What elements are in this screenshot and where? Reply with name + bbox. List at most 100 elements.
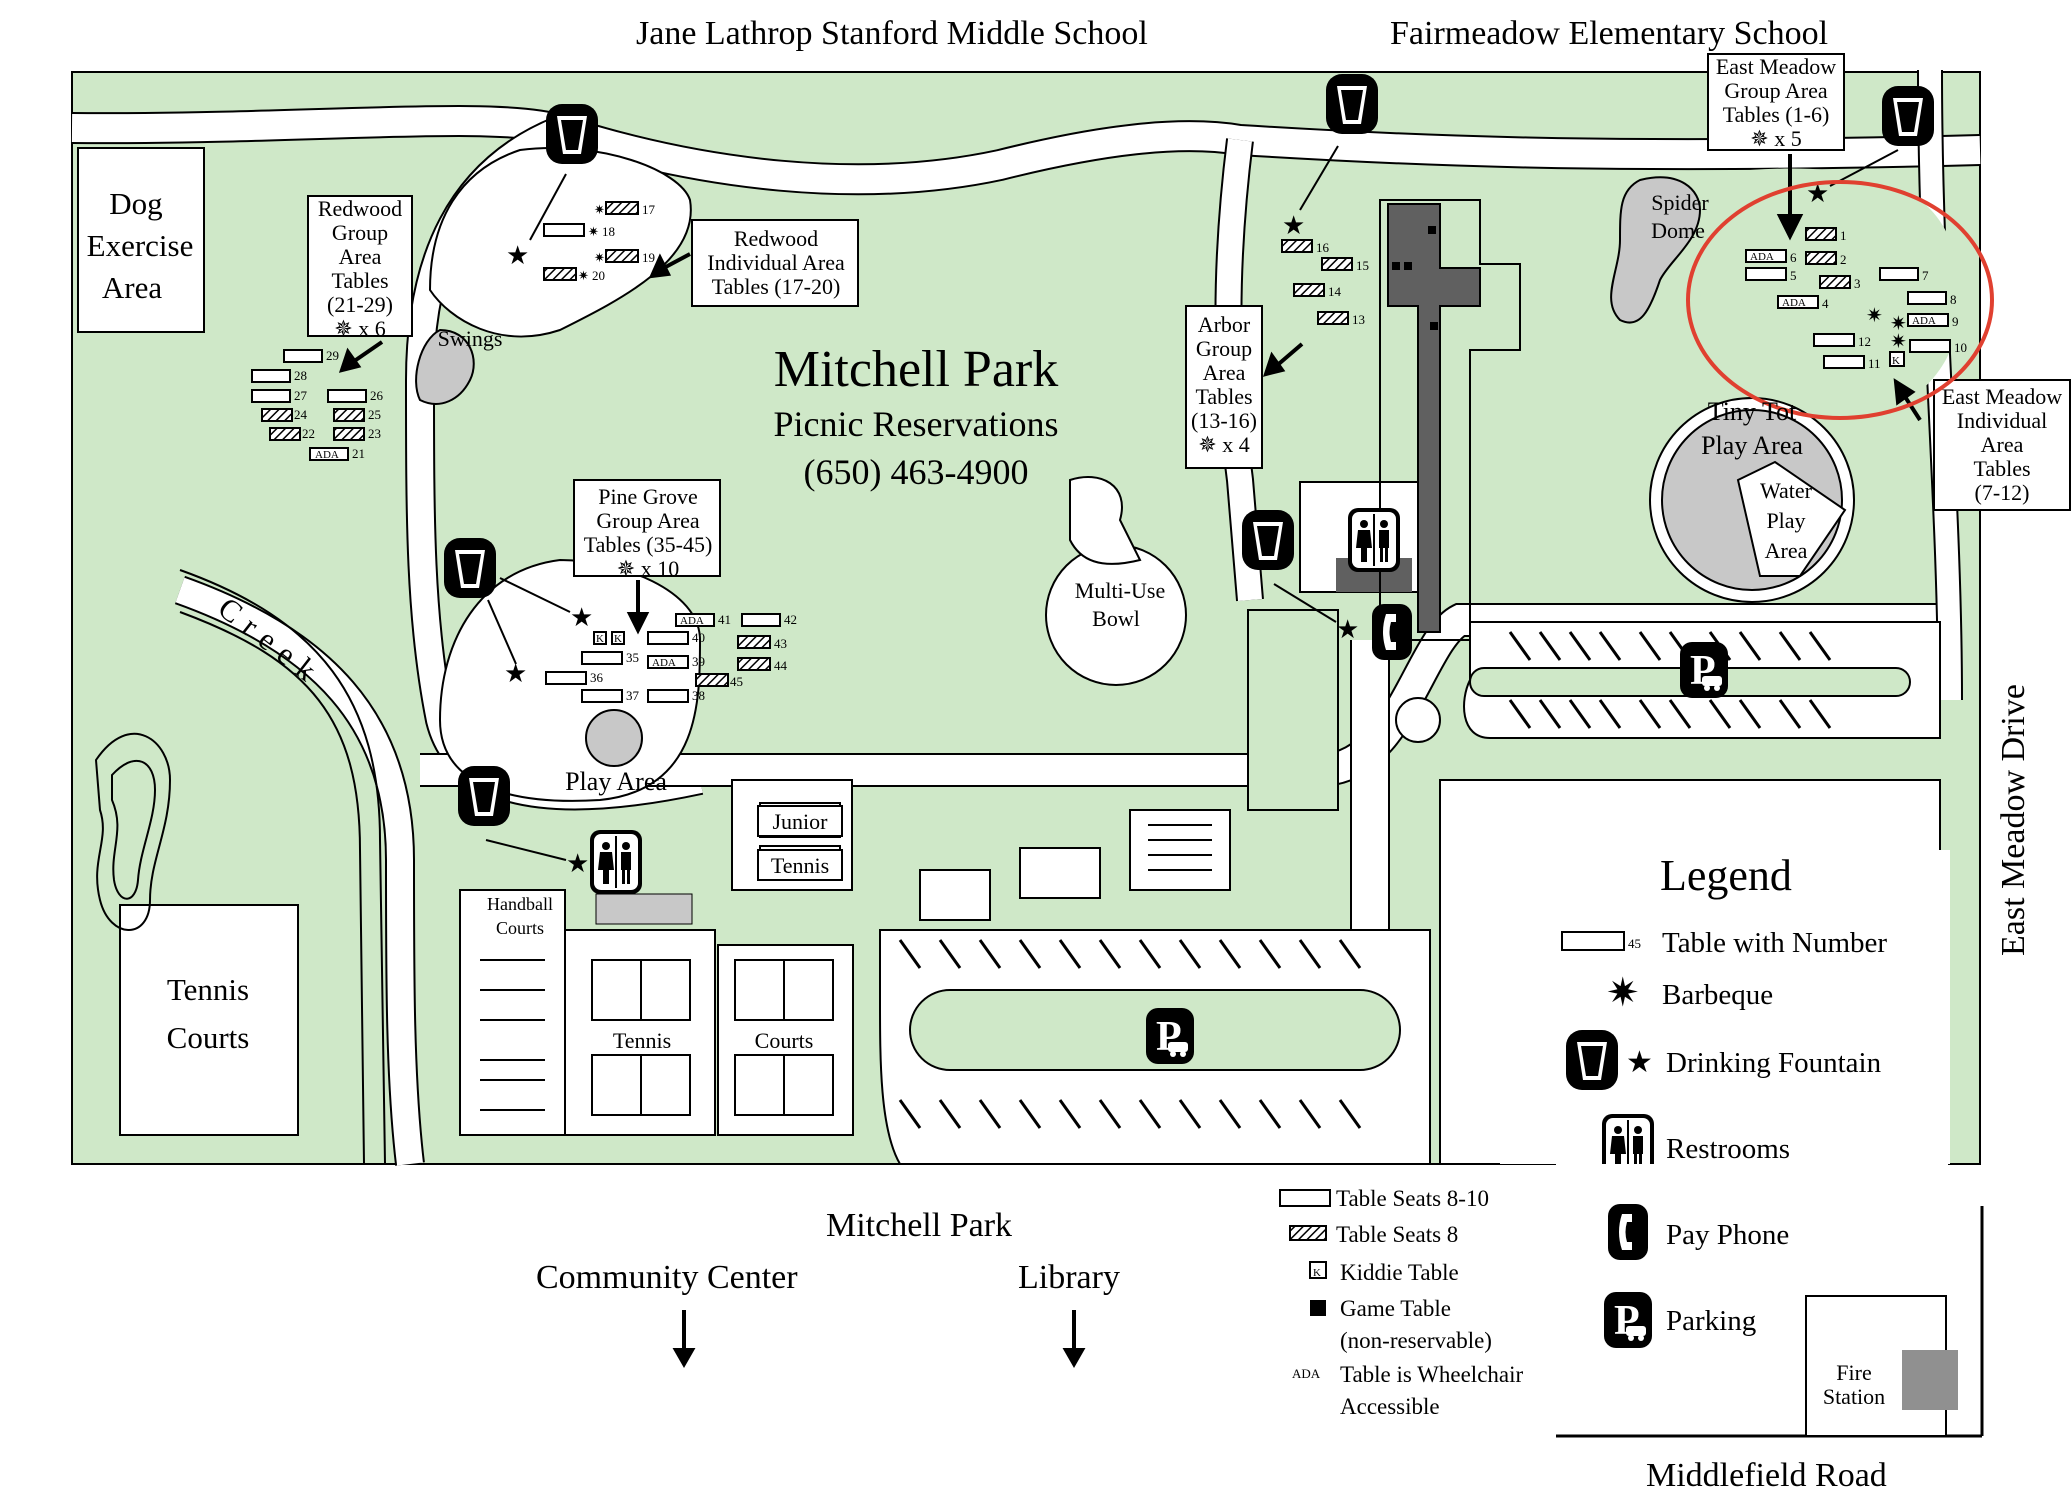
pine-grove-tables — [545, 613, 781, 703]
svg-text:Tables: Tables — [1973, 456, 2030, 481]
table-29 — [283, 349, 323, 363]
parking-icon — [1680, 642, 1728, 698]
svg-text:Junior: Junior — [773, 809, 829, 834]
svg-text:Area: Area — [1203, 360, 1246, 385]
table-3 — [1819, 275, 1851, 289]
svg-text:37: 37 — [626, 688, 640, 703]
svg-text:Exercise: Exercise — [87, 228, 194, 263]
svg-text:Redwood: Redwood — [734, 226, 818, 251]
svg-text:44: 44 — [774, 658, 788, 673]
park-title: Mitchell Park Picnic Reservations (650) … — [774, 341, 1059, 492]
svg-text:Tables (35-45): Tables (35-45) — [584, 532, 713, 557]
svg-text:7: 7 — [1922, 268, 1929, 283]
dog-area-label: Dog Exercise Area — [87, 186, 194, 305]
table-12 — [1813, 333, 1855, 347]
bottom-labels: Mitchell Park Community Center Library — [536, 1207, 1120, 1296]
play-area-label: Play Area — [565, 767, 667, 796]
svg-text:(650) 463-4900: (650) 463-4900 — [804, 452, 1029, 492]
svg-text:K: K — [614, 633, 622, 645]
svg-text:40: 40 — [692, 630, 705, 645]
redwood-table-labels: 29 28 27 26 24 25 22 23 ADA 21 — [294, 348, 384, 461]
handball-label: Handball Courts — [487, 894, 553, 938]
svg-text:Dog: Dog — [109, 186, 162, 221]
svg-text:East Meadow: East Meadow — [1716, 54, 1836, 79]
svg-text:36: 36 — [590, 670, 604, 685]
svg-text:41: 41 — [718, 612, 731, 627]
creek — [94, 569, 386, 1165]
table-24 — [261, 408, 293, 422]
redwood-ind-label: Redwood Individual Area Tables (17-20) — [707, 226, 845, 299]
svg-text:Mitchell Park: Mitchell Park — [774, 341, 1059, 398]
svg-text:Group: Group — [1196, 336, 1252, 361]
pine-grove-labels: ADA 41 42 40 43 35 ADA 39 44 36 45 37 38… — [590, 612, 797, 703]
svg-text:ADA: ADA — [315, 449, 339, 461]
phone-icon — [1608, 1204, 1648, 1260]
svg-text:42: 42 — [784, 612, 797, 627]
svg-text:K: K — [596, 633, 604, 645]
table-key: Table Seats 8-10 Table Seats 8 K Kiddie … — [1279, 1186, 1523, 1419]
tennis-courts-label: Tennis Courts — [167, 972, 250, 1055]
table-20 — [543, 267, 577, 281]
svg-text:★: ★ — [506, 241, 529, 270]
east-ind-label: East Meadow Individual Area Tables (7-12… — [1942, 384, 2062, 505]
svg-text:35: 35 — [626, 650, 639, 665]
svg-text:Fire: Fire — [1836, 1360, 1871, 1385]
svg-text:Tennis: Tennis — [771, 853, 829, 878]
table-13 — [1317, 311, 1349, 325]
fountain-star-icon: ★ — [1626, 1046, 1653, 1079]
table-36 — [545, 671, 587, 685]
spider-dome-label: Spider Dome — [1651, 190, 1709, 243]
svg-text:ADA: ADA — [1782, 297, 1806, 309]
svg-text:Tables: Tables — [331, 268, 388, 293]
east-meadow-tables — [1745, 227, 1951, 369]
svg-text:Kiddie Table: Kiddie Table — [1340, 1260, 1459, 1285]
svg-text:✷: ✷ — [578, 268, 589, 283]
table-39 — [647, 655, 689, 669]
table-7 — [1879, 267, 1919, 281]
svg-text:Multi-Use: Multi-Use — [1075, 578, 1165, 603]
redwood-group-label: Redwood Group Area Tables (21-29) ✵ x 6 — [318, 196, 402, 341]
gray-features — [415, 176, 1702, 767]
redwood-ind-labels: ✷17 ✷18 ✷19 ✷20 — [578, 202, 656, 283]
svg-text:★: ★ — [1806, 179, 1829, 208]
phone-icon — [1372, 604, 1412, 660]
courts-label: Courts — [755, 1028, 814, 1053]
svg-text:45: 45 — [1628, 936, 1641, 951]
svg-text:20: 20 — [592, 268, 605, 283]
svg-text:14: 14 — [1328, 284, 1342, 299]
leader-lines — [485, 145, 1899, 861]
table-4 — [1777, 295, 1819, 309]
highlight-circle — [1686, 180, 1994, 420]
svg-text:Tables (17-20): Tables (17-20) — [712, 274, 841, 299]
svg-text:(13-16): (13-16) — [1191, 408, 1257, 433]
table-43 — [737, 635, 771, 649]
svg-text:(21-29): (21-29) — [327, 292, 393, 317]
east-meadow-labels: 1 2 3 ADA 4 5 ADA 6 7 8 ADA 9 10 11 12 K — [1750, 228, 1967, 371]
svg-text:K: K — [1313, 1267, 1321, 1279]
fountain-icon — [1566, 1030, 1618, 1090]
table-10 — [1909, 339, 1951, 353]
svg-text:Redwood: Redwood — [318, 196, 402, 221]
svg-text:Table Seats 8-10: Table Seats 8-10 — [1336, 1186, 1489, 1211]
svg-text:27: 27 — [294, 388, 308, 403]
legend-title: Legend — [1660, 851, 1792, 900]
table-14 — [1293, 283, 1325, 297]
svg-text:13: 13 — [1352, 312, 1365, 327]
svg-text:✷: ✷ — [588, 224, 599, 239]
svg-text:29: 29 — [326, 348, 339, 363]
svg-text:✷: ✷ — [594, 250, 605, 265]
svg-text:Table Seats 8: Table Seats 8 — [1336, 1222, 1458, 1247]
tiny-tot-label: Tiny Tot Play Area — [1701, 397, 1803, 460]
table-5 — [1745, 267, 1787, 281]
svg-text:45: 45 — [730, 674, 743, 689]
svg-text:39: 39 — [692, 654, 705, 669]
svg-text:ADA: ADA — [1912, 315, 1936, 327]
svg-text:Individual: Individual — [1957, 408, 2047, 433]
svg-text:✵ x 5: ✵ x 5 — [1750, 126, 1801, 151]
svg-text:8: 8 — [1950, 292, 1957, 307]
svg-text:Group Area: Group Area — [596, 508, 699, 533]
svg-text:4: 4 — [1822, 296, 1829, 311]
restroom-icon — [1347, 507, 1401, 573]
legend-table-swatch — [1561, 931, 1625, 951]
